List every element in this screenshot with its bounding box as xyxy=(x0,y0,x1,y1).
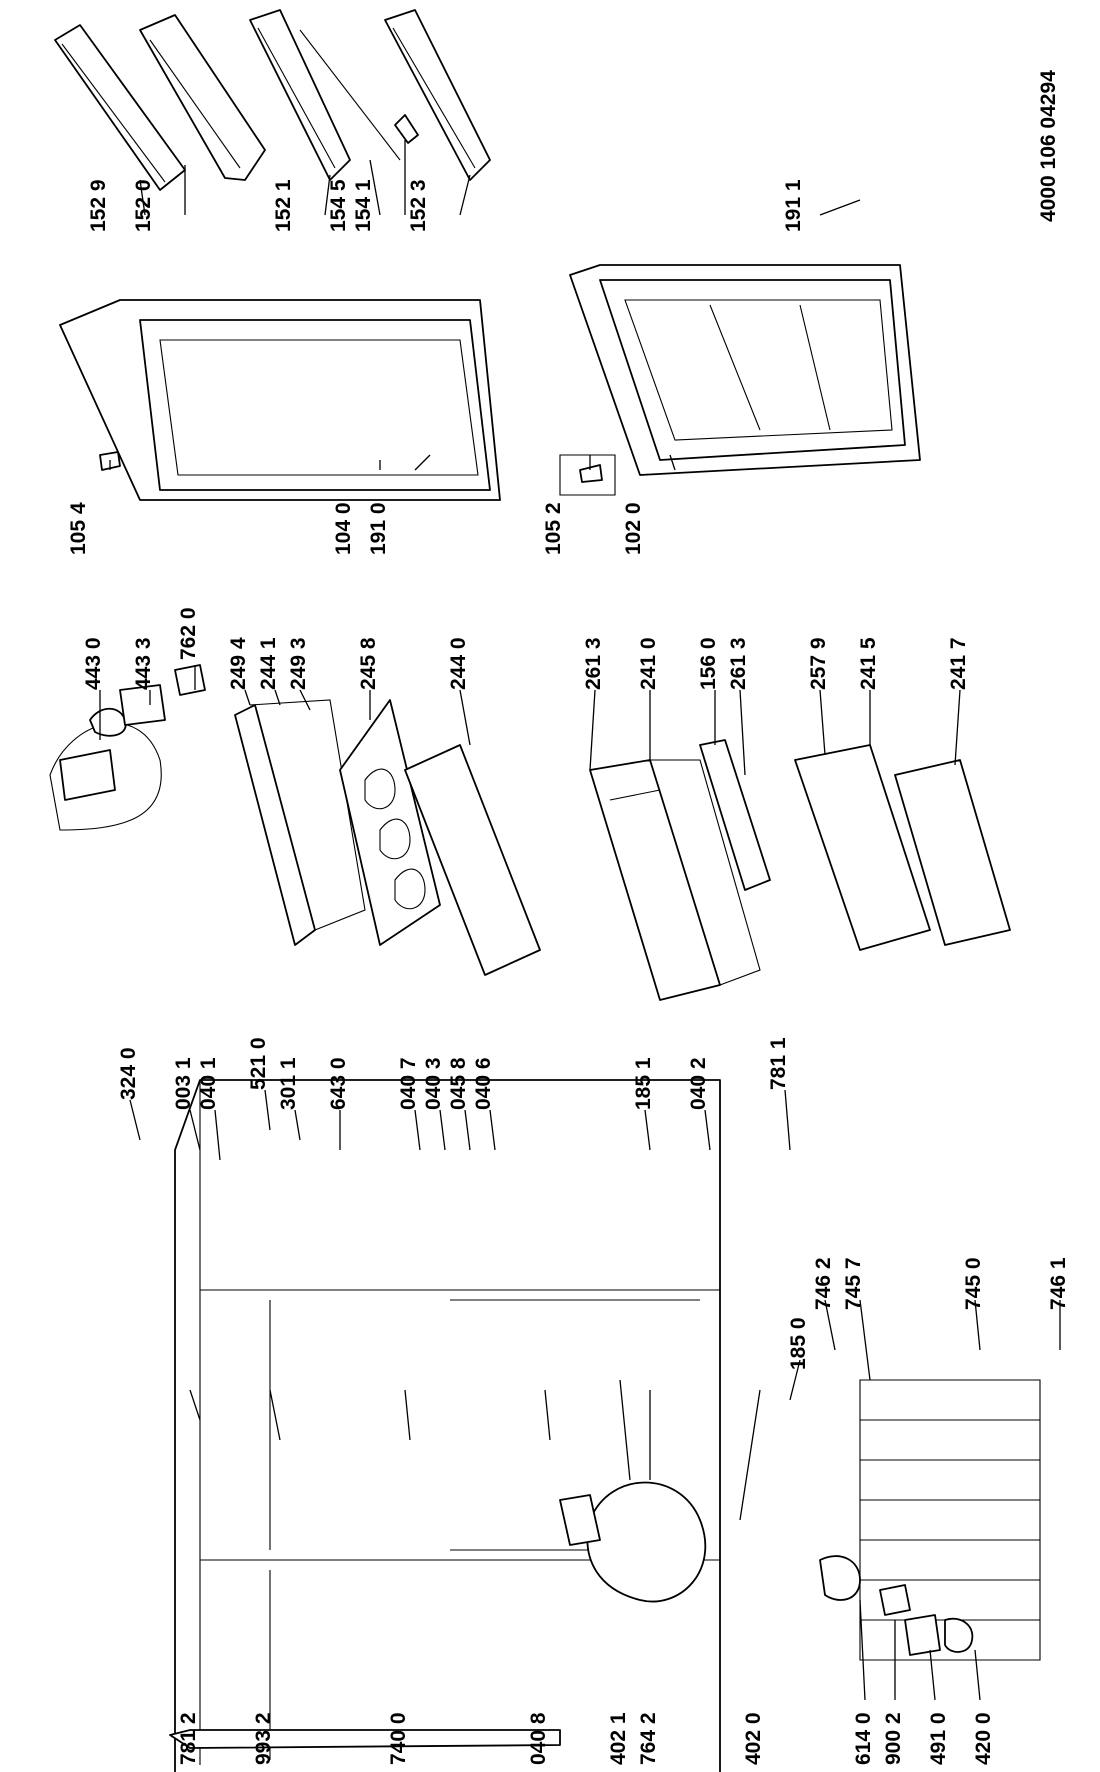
label-1910: 191 0 xyxy=(367,502,390,555)
label-1545: 154 5 xyxy=(327,179,350,232)
compressor-4020-drawing xyxy=(559,1481,707,1603)
label-1851: 185 1 xyxy=(632,1057,655,1110)
label-2613-bottom: 261 3 xyxy=(727,637,750,690)
label-4200: 420 0 xyxy=(972,1712,995,1765)
label-7462: 746 2 xyxy=(812,1257,835,1310)
label-2579: 257 9 xyxy=(807,637,830,690)
label-1541: 154 1 xyxy=(352,179,375,232)
label-1020: 102 0 xyxy=(622,502,645,555)
label-1523: 152 3 xyxy=(407,179,430,232)
label-6140: 614 0 xyxy=(852,1712,875,1765)
label-6430: 643 0 xyxy=(327,1057,350,1110)
label-1560: 156 0 xyxy=(697,637,720,690)
label-2410: 241 0 xyxy=(637,637,660,690)
label-2458: 245 8 xyxy=(357,637,380,690)
label-2440: 244 0 xyxy=(447,637,470,690)
label-0407: 040 7 xyxy=(397,1057,420,1110)
label-9002: 900 2 xyxy=(882,1712,905,1765)
glass-shelf-2440-drawing xyxy=(404,744,541,976)
label-4910: 491 0 xyxy=(927,1712,950,1765)
label-3011: 301 1 xyxy=(277,1057,300,1110)
label-1054: 105 4 xyxy=(67,502,90,555)
label-1052: 105 2 xyxy=(542,502,565,555)
egg-holder-1541-drawing xyxy=(299,29,419,161)
label-3240: 324 0 xyxy=(117,1047,140,1100)
label-7450: 745 0 xyxy=(962,1257,985,1310)
glass-shelf-2441-drawing xyxy=(234,699,366,946)
label-4020: 402 0 xyxy=(742,1712,765,1765)
label-2613-top: 261 3 xyxy=(582,637,605,690)
door-shelf-1520-drawing xyxy=(139,14,266,181)
label-0402: 040 2 xyxy=(687,1057,710,1110)
label-2417: 241 7 xyxy=(947,637,970,690)
label-7620: 762 0 xyxy=(177,607,200,660)
label-7457: 745 7 xyxy=(842,1257,865,1310)
label-7400: 740 0 xyxy=(387,1712,410,1765)
freezer-drawer-2410-drawing xyxy=(589,759,761,1001)
label-0408: 040 8 xyxy=(527,1712,550,1765)
door-shelf-1523-drawing xyxy=(384,9,491,181)
part-labels: 152 9 152 0 152 1 154 5 154 1 152 3 191 … xyxy=(67,70,1070,1765)
label-5210: 521 0 xyxy=(247,1037,270,1090)
drain-channel-7400-drawing xyxy=(169,1729,561,1749)
label-7642: 764 2 xyxy=(637,1712,660,1765)
label-2441: 244 1 xyxy=(257,637,280,690)
label-7461: 746 1 xyxy=(1047,1257,1070,1310)
label-2493: 249 3 xyxy=(287,637,310,690)
label-2415: 241 5 xyxy=(857,637,880,690)
leader-lines xyxy=(99,140,1061,1701)
label-7811: 781 1 xyxy=(767,1037,790,1090)
document-number: 4000 106 04294 xyxy=(1037,70,1060,222)
cabinet-body-drawing xyxy=(174,1079,721,1772)
label-1040: 104 0 xyxy=(332,502,355,555)
door-shelf-1521-drawing xyxy=(249,9,351,181)
label-1521: 152 1 xyxy=(272,179,295,232)
ice-tray-1560-drawing xyxy=(699,739,771,891)
thermostat-assembly-4430-drawing xyxy=(49,664,206,831)
label-4433: 443 3 xyxy=(132,637,155,690)
label-0403: 040 3 xyxy=(422,1057,445,1110)
label-0406: 040 6 xyxy=(472,1057,495,1110)
label-9932: 993 2 xyxy=(252,1712,275,1765)
label-0401: 040 1 xyxy=(197,1057,220,1110)
label-1911: 191 1 xyxy=(782,179,805,232)
lower-door-1020-drawing xyxy=(559,264,921,496)
label-4430: 443 0 xyxy=(82,637,105,690)
label-0031: 003 1 xyxy=(172,1057,195,1110)
wine-rack-2458-drawing xyxy=(339,699,441,946)
label-0458: 045 8 xyxy=(447,1057,470,1110)
electrical-parts-drawing xyxy=(819,1555,974,1656)
label-2494: 249 4 xyxy=(227,637,250,690)
label-1529: 152 9 xyxy=(87,179,110,232)
label-1850: 185 0 xyxy=(787,1317,810,1370)
label-7812: 781 2 xyxy=(177,1712,200,1765)
freezer-drawer-2415-drawing xyxy=(794,744,931,951)
label-4021: 402 1 xyxy=(607,1712,630,1765)
upper-door-1040-drawing xyxy=(59,299,501,501)
freezer-drawer-2417-drawing xyxy=(894,759,1011,946)
label-1520: 152 0 xyxy=(132,179,155,232)
